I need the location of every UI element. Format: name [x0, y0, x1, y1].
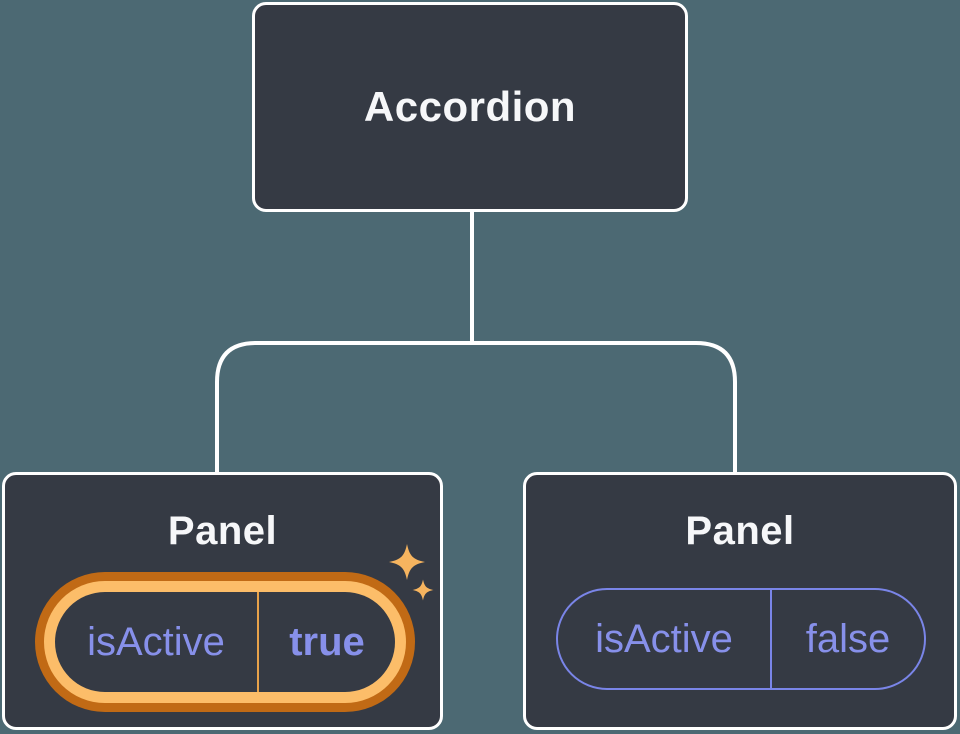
state-pill-inactive: isActive false — [556, 588, 926, 690]
node-panel-right-label: Panel — [685, 509, 795, 553]
state-key-label: isActive — [87, 619, 225, 664]
pill-divider — [257, 592, 259, 692]
state-key-label: isActive — [595, 616, 733, 661]
connector-branch — [215, 341, 737, 472]
state-pill-active-ring: isActive true — [44, 581, 406, 703]
state-value-label: true — [289, 619, 365, 664]
state-value-label: false — [805, 616, 891, 661]
node-panel-right: Panel isActive false — [523, 472, 957, 730]
state-pill-active-body: isActive true — [55, 592, 395, 692]
node-accordion-label: Accordion — [363, 83, 577, 130]
node-panel-left: Panel isActive true — [2, 472, 443, 730]
pill-divider — [770, 590, 772, 688]
node-panel-left-label: Panel — [167, 509, 278, 553]
node-accordion: Accordion — [252, 2, 688, 212]
state-pill-active: isActive true — [35, 572, 415, 712]
